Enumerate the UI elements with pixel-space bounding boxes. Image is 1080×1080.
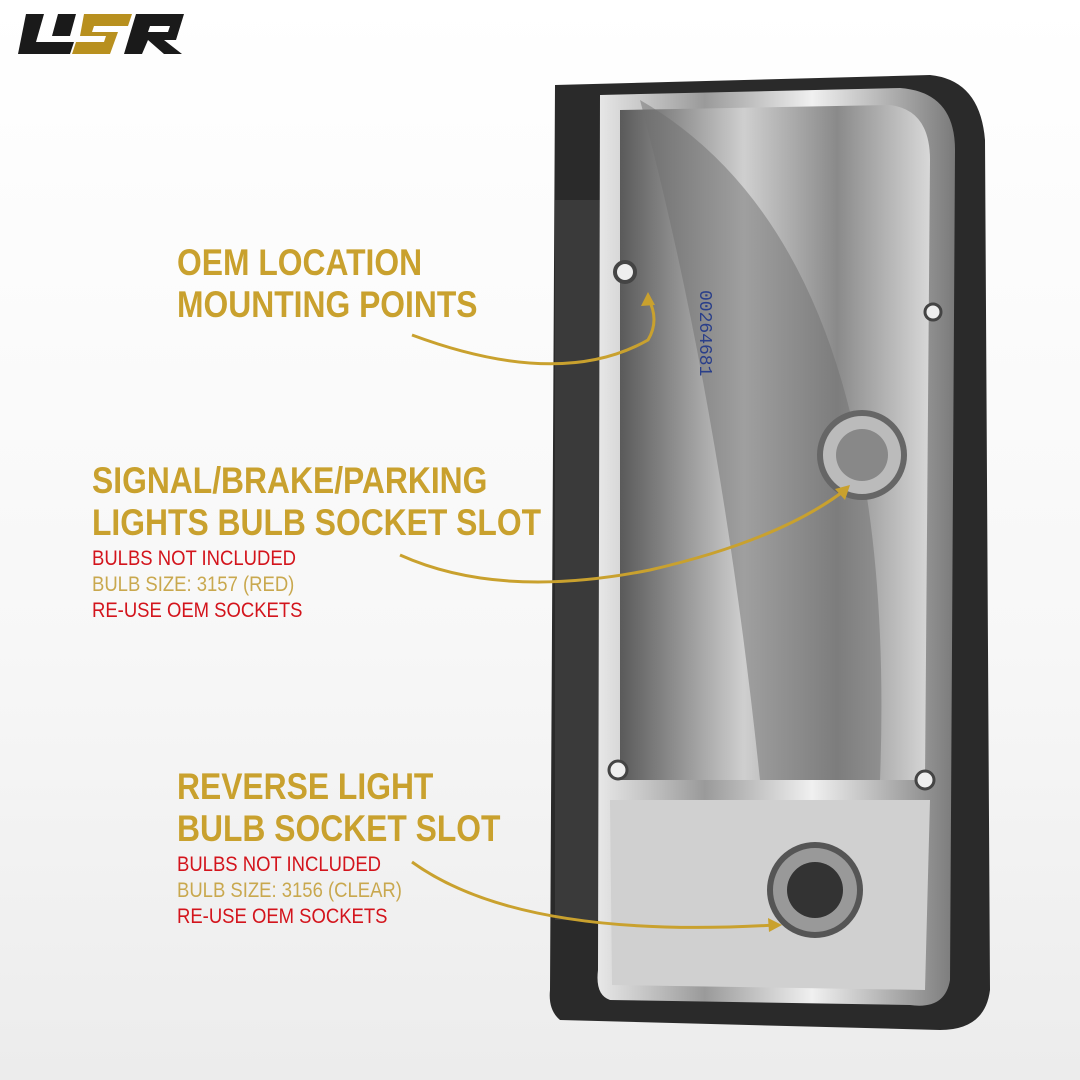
part-number: 00264681 bbox=[694, 290, 714, 376]
callout-reverse-socket: REVERSE LIGHT BULB SOCKET SLOT BULBS NOT… bbox=[177, 766, 553, 930]
callout-note: RE-USE OEM SOCKETS bbox=[92, 599, 303, 622]
callout-note: BULBS NOT INCLUDED bbox=[92, 547, 297, 570]
callout-title-line: MOUNTING POINTS bbox=[177, 284, 478, 325]
callout-mounting-points: OEM LOCATION MOUNTING POINTS bbox=[177, 242, 526, 326]
callout-title-line: LIGHTS BULB SOCKET SLOT bbox=[92, 502, 542, 543]
callout-title-line: BULB SOCKET SLOT bbox=[177, 808, 501, 849]
callout-note: RE-USE OEM SOCKETS bbox=[177, 905, 388, 928]
callout-note: BULB SIZE: 3156 (CLEAR) bbox=[177, 879, 402, 902]
callout-note: BULBS NOT INCLUDED bbox=[177, 853, 382, 876]
callout-title-line: OEM LOCATION bbox=[177, 242, 423, 283]
callout-note: BULB SIZE: 3157 (RED) bbox=[92, 573, 295, 596]
callout-title-line: REVERSE LIGHT bbox=[177, 766, 434, 807]
usr-logo bbox=[18, 14, 184, 54]
callout-signal-socket: SIGNAL/BRAKE/PARKING LIGHTS BULB SOCKET … bbox=[92, 460, 614, 624]
callout-title-line: SIGNAL/BRAKE/PARKING bbox=[92, 460, 488, 501]
